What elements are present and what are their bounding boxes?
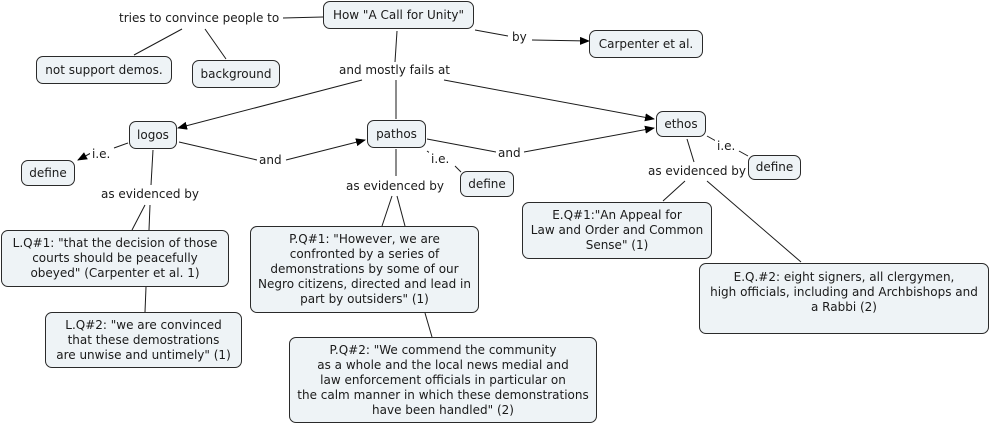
link-and-pathos (285, 138, 366, 161)
link-evidence-lq1b (148, 204, 151, 231)
concept-main[interactable]: How "A Call for Unity" (323, 1, 474, 29)
link-main-fails (394, 30, 398, 63)
label-ethos-ie: i.e. (715, 139, 738, 153)
concept-ethos[interactable]: ethos (656, 111, 706, 137)
label-mostly-fails-at: and mostly fails at (337, 63, 452, 77)
concept-logos-define[interactable]: define (21, 160, 75, 186)
label-by: by (510, 30, 529, 44)
label-and-logos-pathos: and (257, 153, 284, 167)
label-pathos-evidenced-by: as evidenced by (344, 179, 446, 193)
link-by-authors (531, 36, 590, 45)
concept-lq1[interactable]: L.Q#1: "that the decision of those court… (1, 230, 229, 287)
link-fails-ethos (443, 79, 655, 122)
link-lq1-lq2 (144, 286, 147, 313)
concept-pq2[interactable]: P.Q#2: "We commend the community as a wh… (289, 337, 597, 423)
concept-ethos-define[interactable]: define (748, 155, 801, 180)
link-ie-ethosdefine (738, 150, 749, 157)
concept-background[interactable]: background (192, 60, 280, 88)
link-and-ethos (523, 125, 655, 153)
label-logos-ie: i.e. (90, 147, 113, 161)
concept-pathos-define[interactable]: define (460, 171, 514, 197)
link-ie-pathosdefine (454, 165, 462, 173)
link-pq1-pq2 (424, 312, 433, 338)
link-ie-logosdefine (77, 152, 92, 161)
link-logos-evidence (150, 149, 154, 186)
concept-pathos[interactable]: pathos (367, 120, 426, 148)
link-main-tries (282, 16, 324, 19)
link-pathos-and (426, 138, 497, 153)
link-ethos-ie (706, 135, 717, 142)
link-logos-and (178, 141, 258, 161)
concept-eq1[interactable]: E.Q#1:"An Appeal for Law and Order and C… (522, 202, 712, 259)
label-ethos-evidenced-by: as evidenced by (646, 164, 748, 178)
link-tries-notsupport (133, 28, 183, 56)
concept-logos[interactable]: logos (129, 121, 177, 149)
link-evidence-eq2 (706, 180, 802, 263)
link-evidence-pq1b (396, 195, 406, 227)
concept-lq2[interactable]: L.Q#2: "we are convinced that these demo… (45, 312, 242, 368)
label-and-pathos-ethos: and (496, 146, 523, 160)
link-evidence-lq1a (131, 204, 146, 231)
link-ethos-evidence (686, 138, 695, 163)
link-fails-logos (177, 79, 363, 130)
concept-authors[interactable]: Carpenter et al. (589, 30, 703, 58)
link-main-by (474, 29, 509, 37)
link-tries-background (204, 28, 227, 60)
link-logos-ie (113, 142, 129, 149)
link-evidence-pq1a (381, 195, 393, 227)
link-evidence-eq1 (662, 180, 686, 202)
concept-eq2[interactable]: E.Q.#2: eight signers, all clergymen, hi… (699, 263, 989, 334)
label-pathos-ie: i.e. (429, 152, 452, 166)
label-tries-to-convince: tries to convince people to (117, 11, 282, 25)
concept-pq1[interactable]: P.Q#1: "However, we are confronted by a … (250, 226, 479, 313)
concept-not-support-demos[interactable]: not support demos. (36, 56, 172, 84)
label-logos-evidenced-by: as evidenced by (99, 187, 201, 201)
